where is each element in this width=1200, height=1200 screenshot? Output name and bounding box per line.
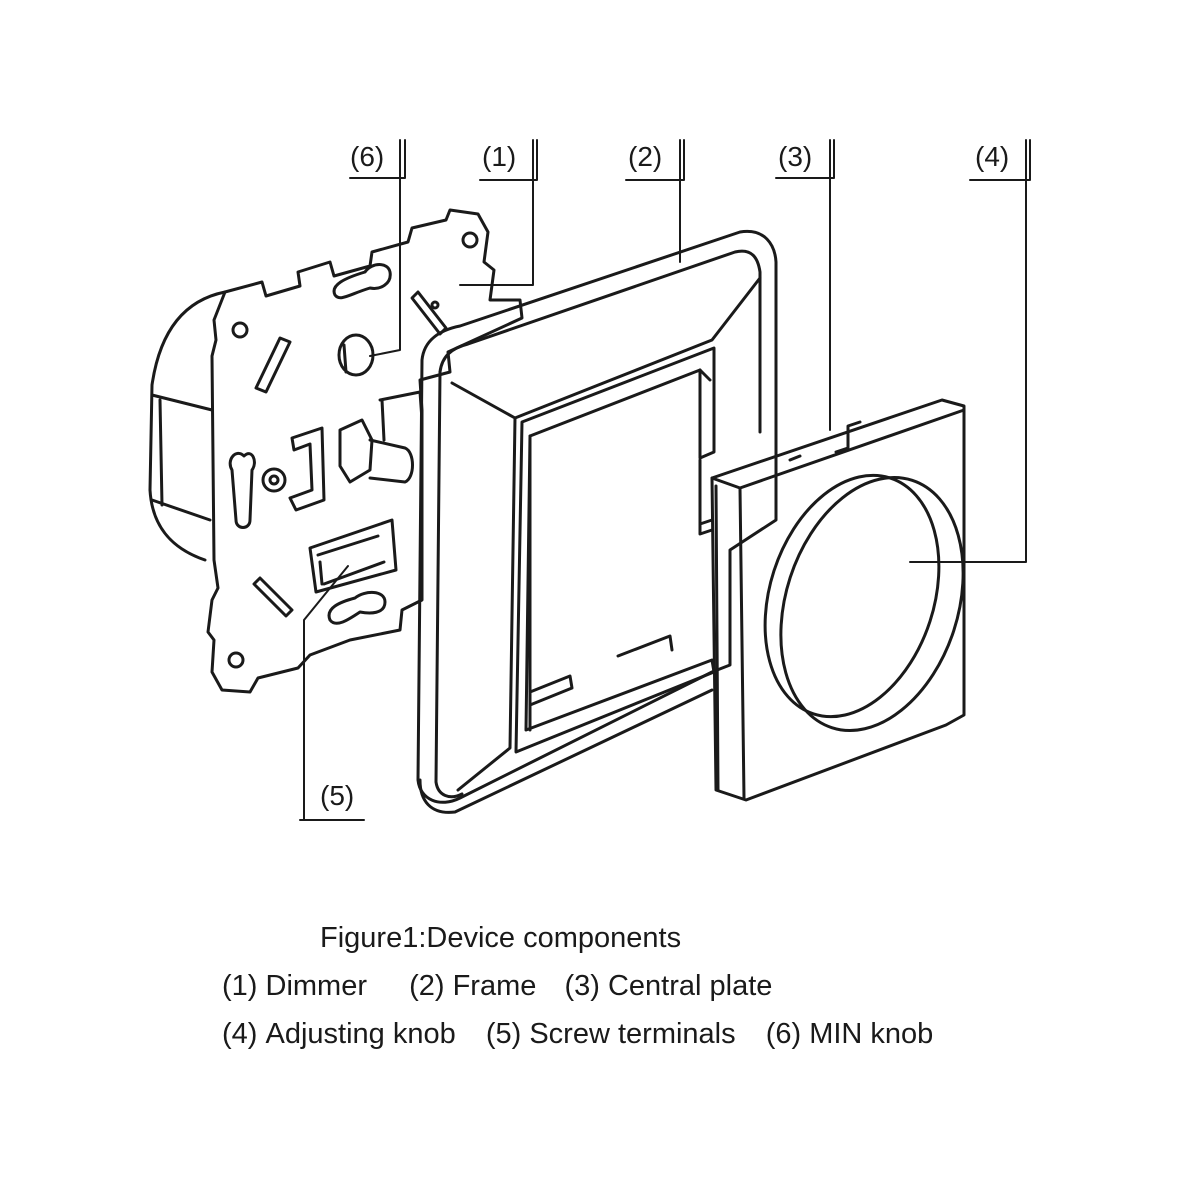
legend-item-frame: (2) Frame <box>409 970 536 1003</box>
central-plate-assembly <box>698 398 966 802</box>
frame-outer-edge <box>416 229 778 804</box>
legend-item-number: (4) <box>222 1018 258 1050</box>
plate-center-hole <box>261 467 287 493</box>
plate-angled-slot <box>252 576 294 618</box>
legend-item-central-plate: (3) Central plate <box>564 970 772 1003</box>
legend-item-text: Adjusting knob <box>265 1018 456 1050</box>
callout-label-6: (6) <box>350 141 384 172</box>
legend-item-number: (6) <box>765 1018 802 1050</box>
plate-screw-hole <box>461 231 479 249</box>
dimmer-housing <box>148 290 227 562</box>
callout-label-1: (1) <box>482 141 516 172</box>
plate-screw-hole <box>430 300 440 310</box>
dimmer-mounting-plate <box>206 208 524 694</box>
plate-keyhole-slot <box>327 591 387 625</box>
dimmer-assembly <box>148 208 524 694</box>
legend-item-number: (2) <box>409 970 445 1002</box>
legend-item-text: Screw terminals <box>529 1018 736 1050</box>
legend-item-screw-terminals: (5) Screw terminals <box>486 1018 736 1051</box>
legend-item-adjusting-knob: (4) Adjusting knob <box>222 1018 456 1051</box>
callout-label-5: (5) <box>320 780 354 811</box>
callout-label-4: (4) <box>975 141 1009 172</box>
plate-screw-hole <box>227 651 245 669</box>
plate-angled-slot <box>254 336 292 394</box>
leader-lines <box>299 139 1031 821</box>
legend-item-text: Central plate <box>607 970 773 1002</box>
legend-item-dimmer: (1) Dimmer <box>222 970 367 1003</box>
legend-item-text: Dimmer <box>265 970 368 1002</box>
leader-line-3 <box>775 139 835 431</box>
dimmer-shaft <box>368 438 414 484</box>
plate-screw-hole <box>231 321 249 339</box>
caption-legend-line: (4) Adjusting knob (5) Screw terminals (… <box>222 1018 933 1051</box>
leader-line-6 <box>349 139 406 357</box>
dimmer-shaft-nut <box>338 418 374 484</box>
legend-item-text: Frame <box>452 970 537 1002</box>
legend-item-number: (3) <box>564 970 600 1002</box>
legend-item-text: MIN knob <box>809 1018 934 1050</box>
screw-terminal-block <box>308 518 398 594</box>
frame-inner-bevel <box>438 249 762 434</box>
plate-keyhole-slot <box>228 451 256 529</box>
frame-opening <box>514 346 716 754</box>
leader-line-4 <box>909 139 1031 563</box>
caption-legend-line: (1) Dimmer (2) Frame (3) Central plate <box>222 970 772 1003</box>
callout-label-3: (3) <box>778 141 812 172</box>
legend-item-number: (5) <box>485 1018 522 1050</box>
frame-assembly <box>416 229 778 814</box>
adjusting-knob-rim <box>763 473 941 719</box>
leader-line-5 <box>299 565 365 821</box>
plate-keyhole-slot <box>332 263 392 300</box>
plate-angled-slot <box>410 290 448 336</box>
figure-caption-title: Figure1:Device components <box>320 922 682 954</box>
central-plate <box>710 398 966 802</box>
leader-line-1 <box>459 139 538 286</box>
legend-item-min-knob: (6) MIN knob <box>766 1018 934 1051</box>
adjusting-knob-face <box>779 476 965 732</box>
leader-line-2 <box>625 139 685 263</box>
legend-item-number: (1) <box>222 970 258 1002</box>
plate-bracket <box>288 426 326 512</box>
callout-label-2: (2) <box>628 141 662 172</box>
